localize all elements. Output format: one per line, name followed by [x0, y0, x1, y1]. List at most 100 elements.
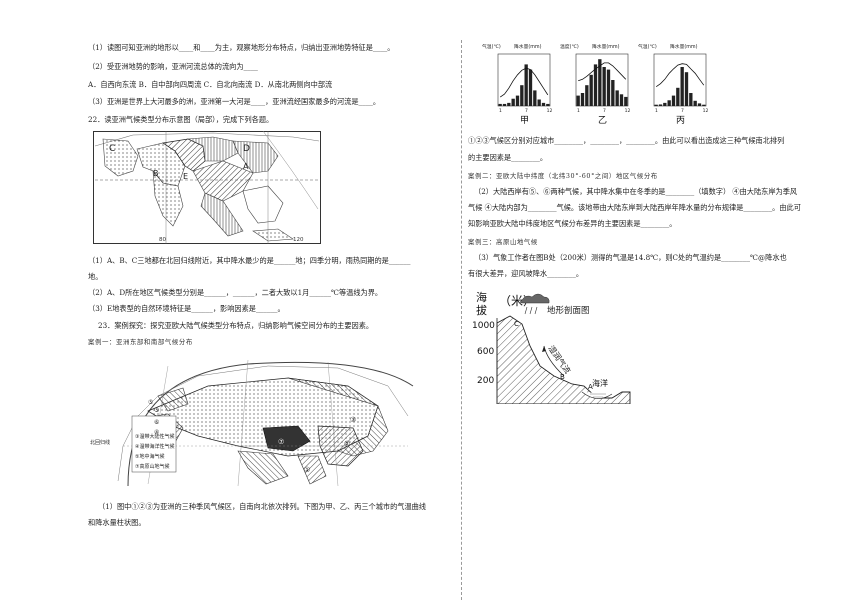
- precip-bar: [654, 104, 658, 106]
- question-23-title: 23．案例探究：探究亚欧大陆气候类型分布特点，归纳影响气候空间分布的主要因素。: [98, 321, 374, 330]
- precip-bar: [619, 94, 624, 106]
- terrain-profile: 海 拔 （米） 地形剖面图 1000 600 200 湿润气流 C B A 海洋: [472, 290, 631, 404]
- precip-bar: [580, 93, 585, 106]
- precip-bar: [541, 102, 546, 106]
- question-3: （3）亚洲是世界上大河最多的洲，亚洲第一大河是____，亚洲流经国家最多的河流是…: [88, 97, 381, 106]
- lon-80: 80: [159, 237, 166, 243]
- precip-bar: [515, 95, 520, 106]
- legend-item-5: ⑤地中海气候: [135, 453, 164, 460]
- temp-curve: [578, 62, 627, 82]
- precip-bar: [667, 100, 671, 106]
- profile-tick-1000: 1000: [472, 321, 495, 331]
- map2-num-5b: ⑤: [148, 399, 153, 406]
- precip-bar: [511, 98, 515, 106]
- case2-q-cont2: 知影响亚欧大陆中纬度地区气候分布差异的主要因素是________。: [468, 219, 677, 228]
- precip-bar: [606, 69, 611, 106]
- case1-answer: ①②③气候区分别对应城市________，________，________。由…: [468, 136, 785, 145]
- precip-bar: [689, 93, 693, 106]
- chart-precip-label: 降水量(mm): [592, 43, 620, 50]
- question-2: （2）受亚洲地势的影响，亚洲河流总体的流向为____: [88, 62, 258, 71]
- question-22-title: 22．读亚洲气候类型分布示意图（局部），完成下列各题。: [88, 115, 274, 124]
- precip-bar: [507, 102, 511, 106]
- question-2-options: A．自西向东流 B．自中部向四周流 C．自北向南流 D．从南北两侧向中部流: [88, 80, 333, 89]
- map2-num-1: ①: [304, 466, 310, 474]
- chart-frame: [575, 53, 629, 107]
- precip-bar: [658, 104, 663, 106]
- map2-num-7: ⑦: [278, 438, 284, 446]
- q22-3: （3）E地表型的自然环境特征是______，影响因素是______。: [88, 304, 285, 313]
- case-1-title: 案例一：亚洲东部和南部气候分布: [88, 338, 193, 346]
- case2-q: （2）大陆西岸有⑤、⑥两种气候，其中降水集中在冬季的是________（填数字）…: [474, 187, 798, 196]
- map-label-e: E: [183, 172, 188, 181]
- profile-title: 地形剖面图: [547, 305, 590, 316]
- chart-temp-label: 温度(℃): [560, 43, 579, 50]
- case2-q-cont1: 气候 ④大陆内部为________气候。该地带由大陆东岸到大陆西岸年降水量的分布…: [468, 203, 801, 212]
- chart-city-name: 丙: [676, 115, 685, 126]
- legend-item-4: ④温带海洋性气候: [135, 443, 174, 450]
- eurasia-climate-map: 北回归线 ③温带大陆性气候 ④温带海洋性气候 ⑤地中海气候 ⑦高原山地气候 ⑤ …: [90, 359, 414, 487]
- month-tick: 7: [681, 108, 684, 114]
- chart-temp-label: 气温(℃): [638, 43, 657, 50]
- left-column: （1）读图可知亚洲的地形以____和____为主，观察地形分布特点，归纳出亚洲地…: [88, 0, 460, 608]
- case1-answer-cont: 的主要因素是________。: [468, 153, 548, 162]
- month-tick: 1: [499, 108, 502, 114]
- precip-bar: [524, 64, 528, 106]
- point-a: A: [588, 383, 593, 391]
- precip-bar: [602, 67, 606, 106]
- profile-ylabel-bottom: 拔: [476, 303, 487, 317]
- sea-label: 海洋: [592, 378, 608, 388]
- map2-num-4: ④: [154, 429, 159, 436]
- case3-q: （3）气象工作者在图B处（200米）测得的气温是14.8℃，则C处的气温约是__…: [474, 253, 787, 262]
- precip-bar: [676, 87, 680, 106]
- precip-bar: [528, 69, 533, 106]
- precip-bar: [693, 100, 697, 106]
- map2-num-3: ③: [350, 416, 356, 424]
- temp-curve: [655, 63, 705, 88]
- precip-bar: [663, 102, 667, 106]
- precip-bar: [593, 64, 598, 106]
- chart-precip-label: 降水量(mm): [514, 43, 542, 50]
- chart-precip-label: 降水量(mm): [670, 43, 698, 50]
- precip-bar: [520, 85, 524, 106]
- map-label-b: B: [153, 169, 159, 178]
- precip-bar: [502, 103, 507, 106]
- month-tick: 1: [577, 108, 580, 114]
- month-tick: 1: [655, 108, 658, 114]
- profile-tick-600: 600: [477, 347, 494, 357]
- asia-climate-map: C B D A E 80 120: [93, 131, 321, 244]
- temp-curve: [499, 67, 549, 98]
- point-b: B: [560, 373, 565, 381]
- precip-bar: [537, 99, 541, 106]
- precip-bar: [615, 90, 619, 106]
- map2-num-5a: ⑤: [154, 407, 159, 414]
- precip-bar: [546, 103, 550, 106]
- map-label-d: D: [243, 144, 250, 154]
- precip-bar: [702, 104, 706, 106]
- chart-city-name: 甲: [520, 115, 529, 126]
- q22-2: （2）A、D所在地区气候类型分别是______，______，二者大致以1月__…: [88, 288, 383, 297]
- q23-1-cont: 和降水量柱状图。: [88, 518, 146, 527]
- q23-1: （1）图中①②③为亚洲的三种季风气候区，自南向北依次排列。下图为甲、乙、丙三个城…: [98, 502, 427, 511]
- precip-bar: [697, 103, 702, 106]
- map-label-a: A: [243, 162, 249, 171]
- precip-bar: [680, 67, 684, 106]
- case-2-title: 案例二：亚欧大陆中纬度（北纬30°-60°之间）地区气候分布: [468, 172, 658, 180]
- precip-bar: [498, 103, 502, 106]
- case3-q-cont: 有很大差异，迎风坡降水________。: [468, 269, 584, 278]
- month-tick: 12: [547, 108, 553, 114]
- q22-1-cont: 地。: [88, 272, 103, 281]
- lon-120: 120: [293, 237, 304, 243]
- precip-bar: [589, 74, 593, 106]
- legend-item-3: ③温带大陆性气候: [135, 433, 174, 440]
- wind-label: 湿润气流: [546, 343, 573, 375]
- month-tick: 12: [625, 108, 631, 114]
- precip-bar: [671, 95, 676, 106]
- legend-item-7: ⑦高原山地气候: [135, 463, 169, 470]
- profile-ylabel-top: 海: [476, 290, 487, 304]
- month-tick: 7: [525, 108, 528, 114]
- precip-bar: [576, 95, 580, 106]
- profile-tick-200: 200: [477, 376, 494, 386]
